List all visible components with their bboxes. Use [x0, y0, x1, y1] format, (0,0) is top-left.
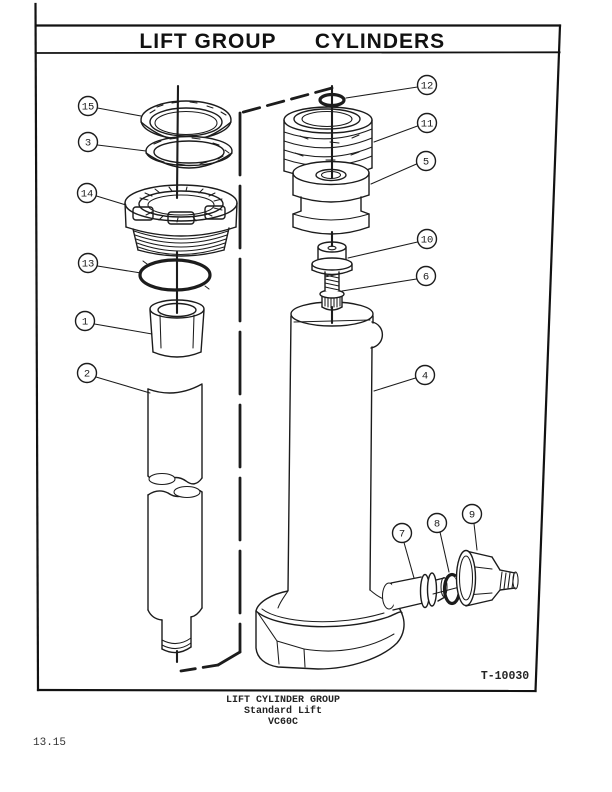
- callout-7: 7: [391, 522, 415, 579]
- svg-text:12: 12: [421, 81, 434, 93]
- callout-9: 9: [461, 503, 483, 551]
- callout-10: 10: [347, 228, 438, 259]
- svg-text:8: 8: [434, 519, 440, 531]
- callout-1: 1: [74, 310, 153, 335]
- part-2-cylinder-rod: [147, 383, 203, 664]
- caption-line-2: Standard Lift: [244, 705, 322, 717]
- svg-text:6: 6: [423, 272, 429, 284]
- caption-line-1: LIFT CYLINDER GROUP: [226, 695, 340, 706]
- callout-14: 14: [76, 182, 127, 206]
- callout-4: 4: [373, 364, 436, 392]
- callout-3: 3: [77, 131, 147, 153]
- part-15-wiper-ring: [140, 100, 232, 142]
- figure-code: T-10030: [481, 670, 529, 683]
- figure-caption: LIFT CYLINDER GROUP Standard Lift VC60C: [226, 695, 340, 728]
- part-9-connector-fitting: [455, 549, 519, 607]
- part-4-base-casting: [255, 582, 405, 670]
- caption-line-3: VC60C: [268, 717, 298, 728]
- callout-5: 5: [370, 150, 437, 185]
- callout-15: 15: [77, 95, 142, 117]
- callout-13: 13: [77, 252, 142, 274]
- part-13-o-ring: [138, 258, 212, 292]
- callouts: 15 3 14 13 1 2 12 11 5 10: [74, 74, 483, 579]
- header-title-left: LIFT GROUP: [139, 30, 276, 53]
- callout-12: 12: [345, 74, 438, 99]
- svg-text:4: 4: [422, 371, 428, 383]
- svg-text:2: 2: [84, 369, 90, 381]
- svg-text:13: 13: [82, 259, 95, 271]
- break-line: [179, 86, 334, 673]
- part-11-packing-stack: [283, 106, 373, 178]
- svg-text:1: 1: [82, 317, 88, 329]
- svg-text:7: 7: [399, 529, 405, 541]
- part-3-seal-ring: [145, 135, 233, 169]
- svg-text:11: 11: [421, 119, 434, 131]
- part-7-union-fitting: [390, 572, 448, 611]
- callout-11: 11: [373, 112, 438, 143]
- part-14-gland-nut: [124, 184, 238, 257]
- svg-text:10: 10: [421, 235, 434, 247]
- page-number: 13.15: [33, 737, 66, 749]
- svg-text:3: 3: [85, 138, 91, 150]
- svg-text:9: 9: [469, 510, 475, 522]
- svg-text:15: 15: [82, 102, 95, 114]
- centerline-left: [175, 84, 180, 315]
- part-4-cylinder-barrel: [287, 301, 384, 592]
- callout-2: 2: [76, 362, 151, 394]
- figure-border: [34, 2, 562, 693]
- callout-8: 8: [426, 512, 450, 573]
- svg-text:14: 14: [81, 189, 94, 201]
- callout-6: 6: [341, 265, 437, 292]
- svg-text:5: 5: [423, 157, 429, 169]
- part-6-threaded-stud: [319, 271, 345, 311]
- header-title-right: CYLINDERS: [315, 30, 445, 53]
